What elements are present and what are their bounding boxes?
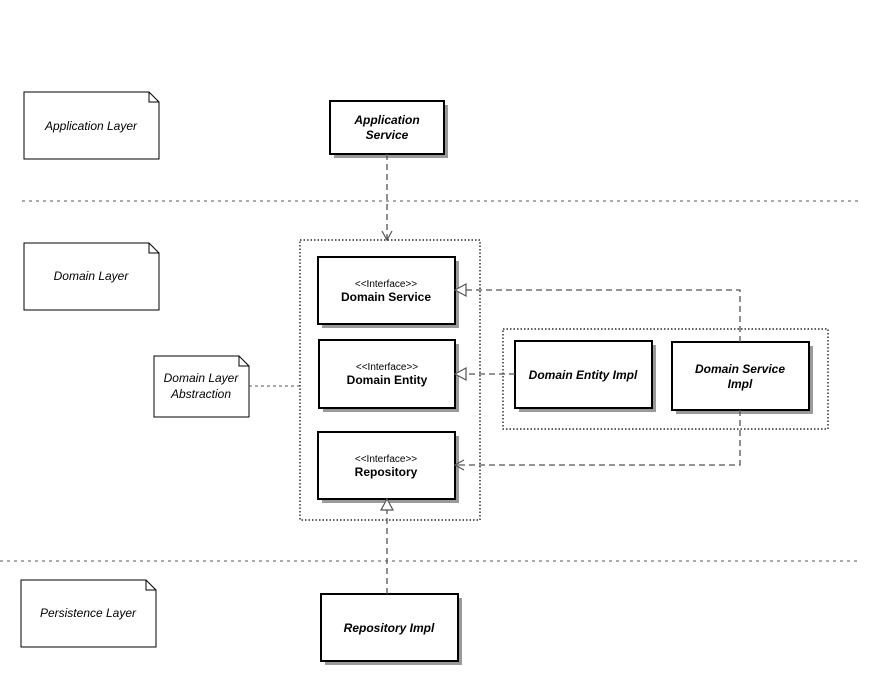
domain-entity-name: Domain Entity	[347, 373, 428, 387]
domain-service-impl-label-line2: Impl	[728, 377, 753, 391]
domain-entity-stereotype: <<Interface>>	[356, 362, 418, 373]
abstraction-package-boundary	[299, 239, 481, 521]
note-persistence-layer-label: Persistence Layer	[40, 606, 137, 620]
repository-impl-label: Repository Impl	[344, 621, 435, 635]
note-domain-layer-label: Domain Layer	[54, 269, 130, 283]
domain-service-stereotype: <<Interface>>	[355, 279, 417, 290]
note-application-layer-label: Application Layer	[44, 119, 138, 133]
class-domain-entity-interface[interactable]: <<Interface>> Domain Entity	[318, 339, 459, 412]
realization-service-impl-to-domain-service	[455, 290, 741, 342]
domain-service-impl-label-line1: Domain Service	[695, 362, 785, 376]
class-application-service[interactable]: Application Service	[329, 100, 448, 158]
class-repository-interface[interactable]: <<Interface>> Repository	[317, 431, 459, 503]
note-persistence-layer[interactable]: Persistence Layer	[20, 579, 157, 648]
dependency-service-impl-to-repository	[453, 410, 741, 471]
class-domain-service-interface[interactable]: <<Interface>> Domain Service	[317, 256, 459, 328]
class-domain-entity-impl[interactable]: Domain Entity Impl	[514, 340, 656, 412]
domain-service-name: Domain Service	[341, 290, 431, 304]
note-application-layer[interactable]: Application Layer	[23, 91, 160, 160]
repository-stereotype: <<Interface>>	[355, 454, 417, 465]
class-domain-service-impl[interactable]: Domain Service Impl	[671, 341, 813, 414]
note-abstraction-label-line1: Domain Layer	[164, 371, 240, 385]
impl-package-boundary	[502, 328, 829, 430]
application-service-label-line2: Service	[366, 128, 409, 142]
class-repository-impl[interactable]: Repository Impl	[320, 593, 462, 665]
note-abstraction-label-line2: Abstraction	[170, 387, 231, 401]
note-domain-layer-abstraction[interactable]: Domain Layer Abstraction	[153, 355, 250, 418]
note-domain-layer[interactable]: Domain Layer	[23, 242, 160, 311]
application-service-label-line1: Application	[353, 113, 419, 127]
repository-name: Repository	[355, 465, 418, 479]
domain-entity-impl-label: Domain Entity Impl	[529, 368, 638, 382]
